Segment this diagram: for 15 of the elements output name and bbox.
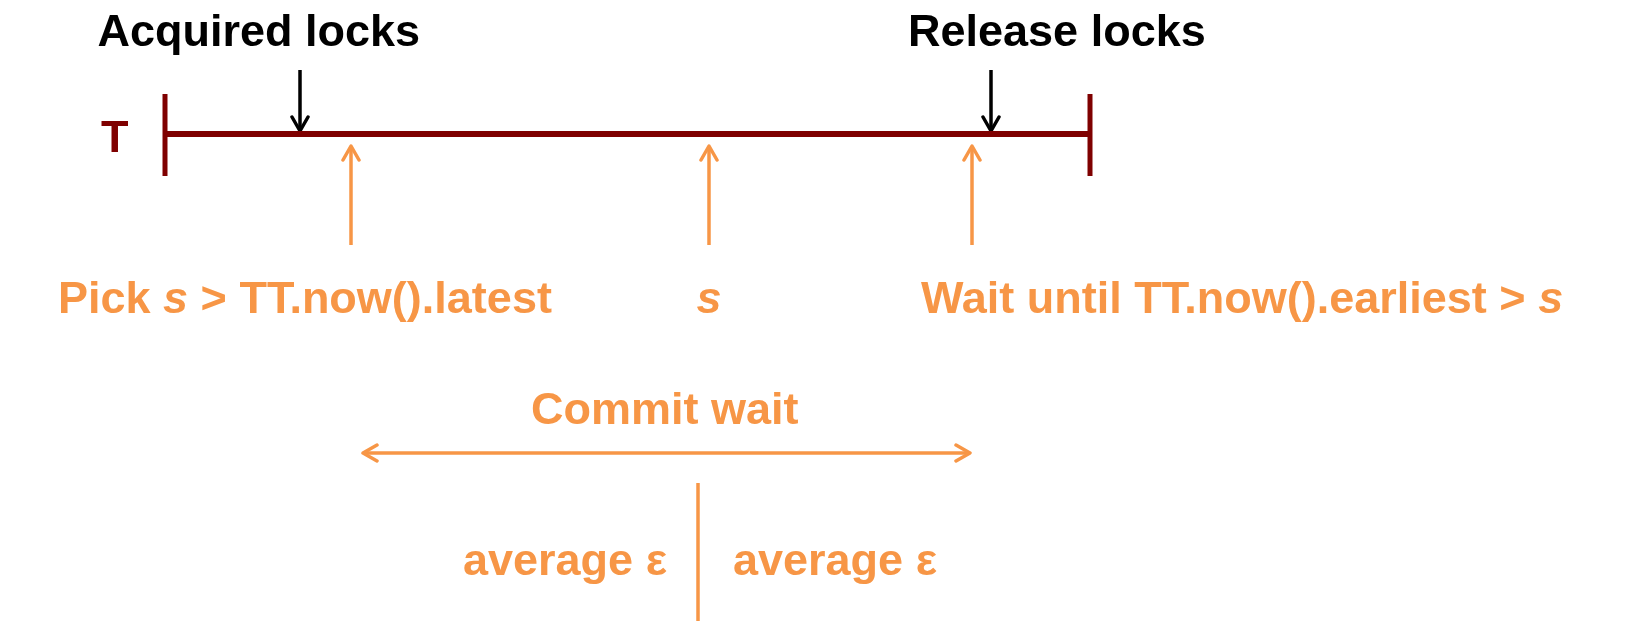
timeline-label: T <box>101 112 129 162</box>
wait-condition-label: Wait until TT.now().earliest > s <box>921 273 1564 323</box>
interval-label: Commit wait <box>531 384 799 434</box>
arrow <box>341 144 361 245</box>
interval-label: average ε <box>463 535 667 585</box>
interval-label: average ε <box>733 535 937 585</box>
timeline-bar <box>165 131 1090 137</box>
timestamp-label: s <box>696 273 722 323</box>
arrow <box>699 144 719 245</box>
timestamp-label: Pick s > TT.now().latest <box>58 273 552 323</box>
arrow <box>290 70 310 133</box>
step-label: Release locks <box>908 6 1206 56</box>
step-label: Acquired locks <box>97 6 421 56</box>
arrow <box>981 70 1001 133</box>
arrow <box>962 144 982 245</box>
